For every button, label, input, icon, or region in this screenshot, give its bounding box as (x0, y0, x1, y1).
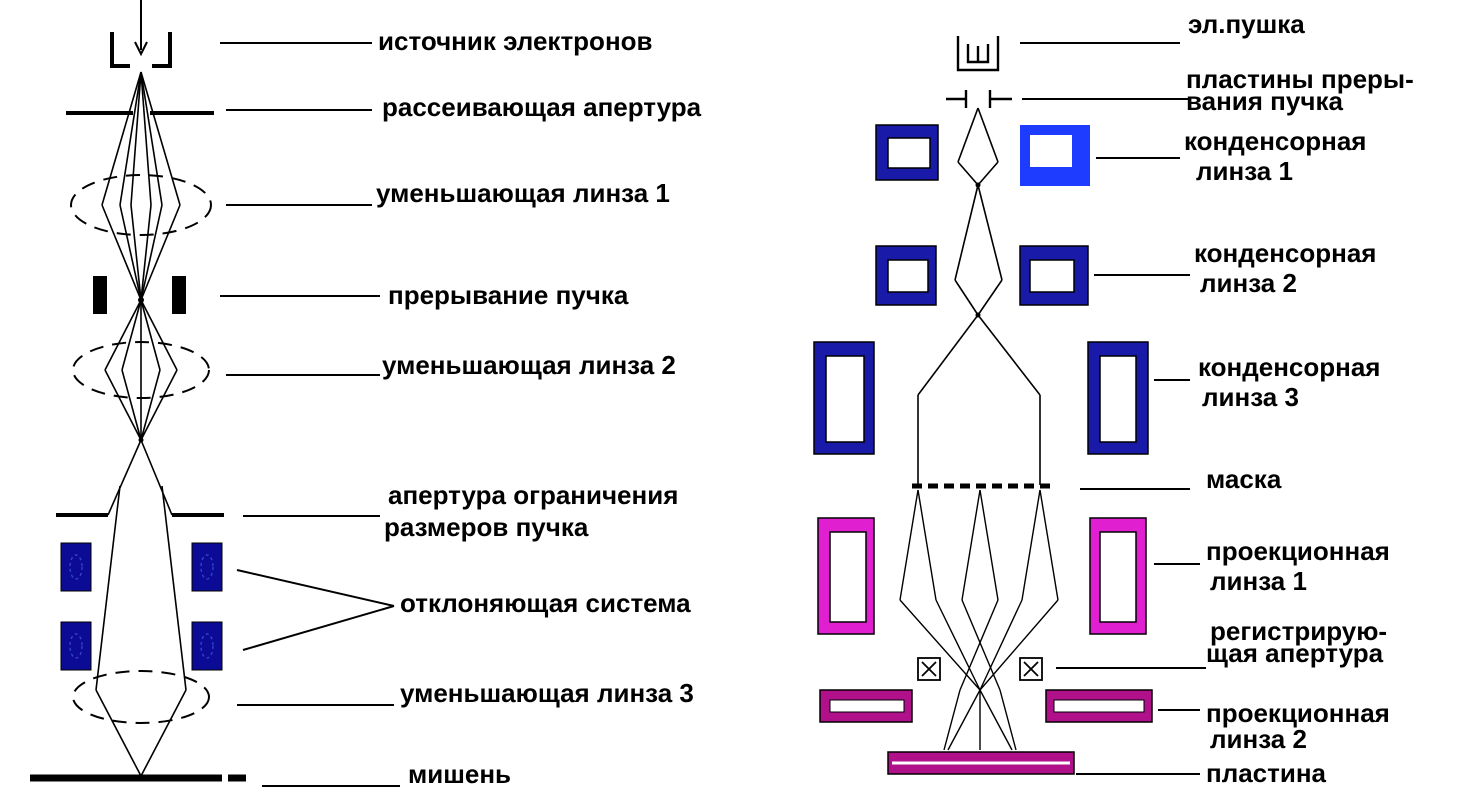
condenser-lens-3 (813, 341, 1149, 455)
label-scatter-aperture: рассеивающая апертура (382, 92, 702, 122)
right-labels: эл.пушка пластины преры- вания пучка кон… (1184, 9, 1414, 788)
label-cond-lens-3-b: линза 3 (1202, 382, 1299, 412)
condenser-lens-1 (875, 124, 1090, 186)
registration-apertures (917, 657, 1043, 681)
electron-gun (956, 36, 1000, 72)
label-gun: эл.пушка (1188, 9, 1305, 39)
label-mask: маска (1206, 464, 1282, 494)
label-deflection-system: отклоняющая система (400, 588, 691, 618)
label-plate: пластина (1206, 758, 1327, 788)
right-rays-upper (917, 107, 1041, 485)
left-leader-lines (220, 42, 400, 787)
label-target: мишень (408, 759, 511, 788)
label-blank-plates-1: пластины преры- (1186, 64, 1414, 94)
label-demag-lens-2: уменьшающая линза 2 (382, 350, 676, 380)
right-leader-lines (1020, 42, 1206, 775)
projection-lens-1 (817, 517, 1147, 635)
label-proj-lens-1-b: линза 1 (1210, 566, 1307, 596)
ray-bundle-lower (95, 485, 187, 777)
condenser-lens-2 (875, 245, 1089, 306)
label-reg-aperture-b: щая апертура (1206, 638, 1384, 668)
left-labels: источник электронов рассеивающая апертур… (376, 26, 702, 788)
label-cond-lens-1-a: конденсорная (1184, 126, 1366, 156)
label-cond-lens-3-a: конденсорная (1198, 352, 1380, 382)
label-cond-lens-2-a: конденсорная (1194, 238, 1376, 268)
label-beam-blanking: прерывание пучка (388, 280, 629, 310)
label-cond-lens-1-b: линза 1 (1196, 156, 1293, 186)
label-proj-lens-2-a: проекционная (1206, 698, 1390, 728)
deflection-coils (60, 542, 223, 671)
limit-aperture (56, 439, 224, 517)
ray-bundle-upper (101, 71, 181, 301)
plate (887, 751, 1075, 775)
electron-source (110, 0, 172, 68)
label-limit-aperture-2: размеров пучка (384, 512, 589, 542)
label-proj-lens-2-b: линза 2 (1210, 724, 1307, 754)
demag-lens-3-ellipse (72, 670, 210, 724)
demag-lens-1-ellipse (70, 174, 212, 236)
label-blank-plates-2: вания пучка (1186, 86, 1343, 116)
blanking-plates-right (946, 90, 1012, 108)
label-reg-aperture-a: регистрирую- (1210, 616, 1387, 646)
right-rays-lower (899, 489, 1059, 751)
right-diagram (813, 36, 1206, 775)
label-demag-lens-3: уменьшающая линза 3 (400, 678, 694, 708)
demag-lens-2-ellipse (72, 341, 210, 399)
label-cond-lens-2-b: линза 2 (1200, 268, 1297, 298)
left-diagram (30, 0, 400, 787)
blanking-plates (93, 276, 186, 314)
projection-lens-2 (819, 689, 1153, 723)
label-proj-lens-1-a: проекционная (1206, 536, 1390, 566)
label-limit-aperture-1: апертура ограничения (388, 480, 678, 510)
label-demag-lens-1: уменьшающая линза 1 (376, 178, 670, 208)
ray-bundle-middle (104, 299, 178, 441)
label-electron-source: источник электронов (378, 26, 653, 56)
